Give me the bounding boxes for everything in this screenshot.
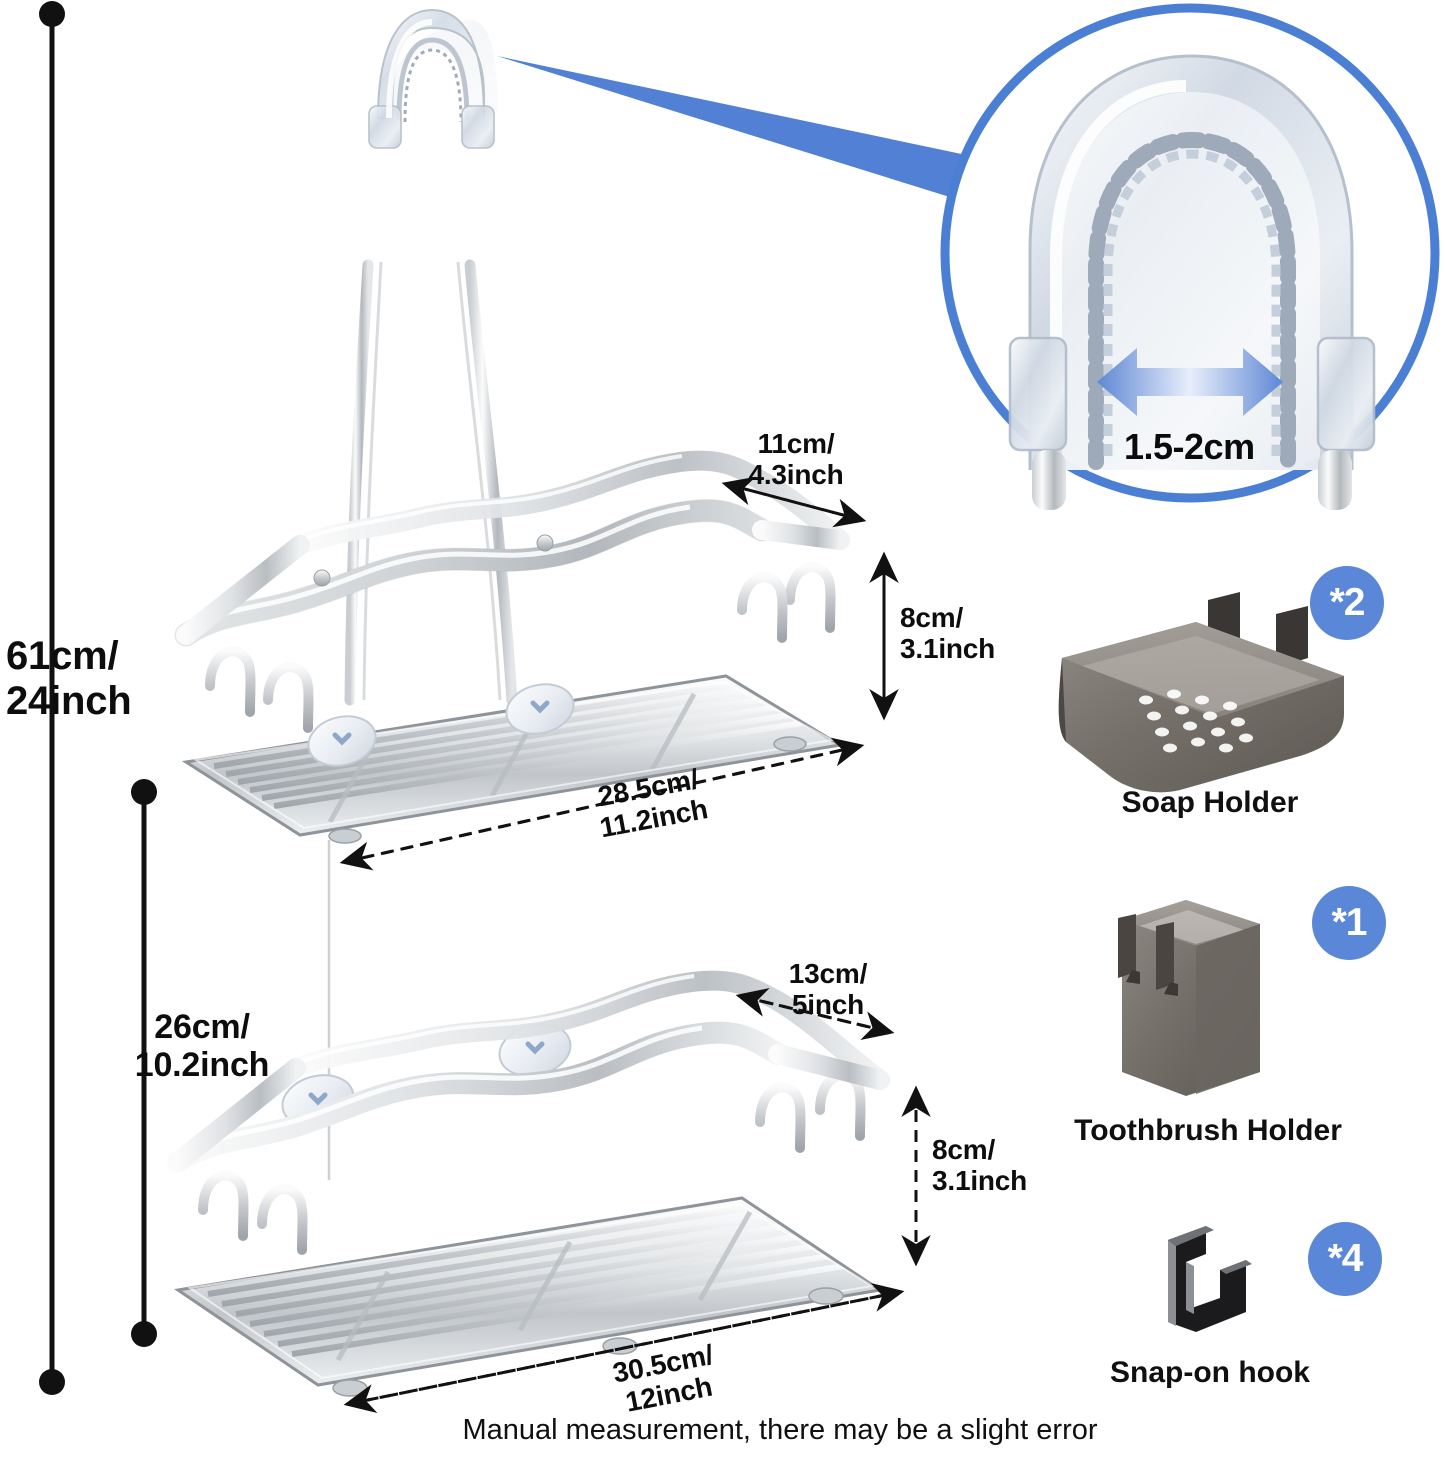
- toothbrush-holder-illustration: [1118, 900, 1260, 1096]
- snap-on-hook-quantity-badge: *4: [1308, 1222, 1382, 1296]
- shelf-gap-label: 26cm/ 10.2inch: [134, 1008, 270, 1085]
- snap-on-hook-illustration: [1168, 1226, 1252, 1332]
- toothbrush-holder-quantity-badge: *1: [1312, 886, 1386, 960]
- hanger-hook: [344, 8, 518, 706]
- dimension-arrows: [339, 476, 931, 1414]
- soap-holder-illustration: [1058, 592, 1344, 793]
- bottom-shelf-height-label: 8cm/ 3.1inch: [932, 1134, 1028, 1197]
- bottom-shelf-depth-label: 13cm/ 5inch: [788, 958, 868, 1021]
- measurement-disclaimer: Manual measurement, there may be a sligh…: [462, 1414, 1098, 1446]
- gap-arrow: [1097, 348, 1283, 416]
- top-shelf-height-label: 8cm/ 3.1inch: [900, 602, 996, 665]
- shelf-gap-axis: [131, 779, 157, 1347]
- snap-on-hook-label: Snap-on hook: [1110, 1356, 1310, 1389]
- soap-holder-quantity-badge: *2: [1310, 566, 1384, 640]
- overall-height-axis: [39, 1, 65, 1395]
- soap-holder-label: Soap Holder: [1121, 786, 1299, 819]
- toothbrush-holder-label: Toothbrush Holder: [1074, 1114, 1342, 1147]
- hook-detail-callout: [497, 3, 1440, 510]
- suction-cups-top: [307, 683, 575, 767]
- overall-height-label: 61cm/ 24inch: [6, 634, 132, 723]
- hook-gap-label: 1.5-2cm: [1124, 426, 1255, 467]
- top-shelf-depth-label: 11cm/ 4.3inch: [748, 428, 844, 491]
